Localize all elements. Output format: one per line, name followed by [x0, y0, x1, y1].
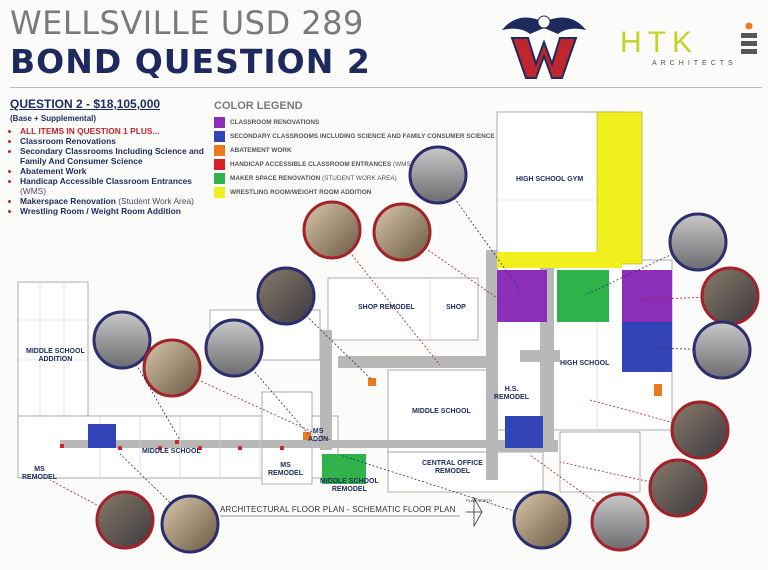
question-item: Secondary Classrooms Including Science a…	[20, 146, 210, 166]
ms-addition-building	[17, 281, 89, 423]
question-item: Wrestling Room / Weight Room Addition	[20, 206, 210, 216]
photo-callout	[668, 212, 728, 272]
header-divider	[10, 87, 762, 88]
central-office-building	[387, 451, 544, 493]
question-item: Classroom Renovations	[20, 136, 210, 146]
north-label: PLAN NORTH	[466, 498, 492, 503]
eagle-w-logo-icon	[502, 15, 586, 79]
abatement-zone	[654, 384, 662, 396]
legend-entry: WRESTLING ROOM/WEIGHT ROOM ADDITION	[214, 186, 371, 198]
legend-entry: ABATEMENT WORK	[214, 144, 292, 156]
legend-swatch	[214, 186, 225, 198]
makerspace-zone	[557, 270, 609, 322]
district-title: WELLSVILLE USD 289	[10, 4, 364, 42]
photo-callout	[256, 266, 316, 326]
legend-swatch	[214, 130, 225, 142]
photo-callout	[92, 310, 152, 370]
classroom-renovation-zone	[497, 270, 547, 322]
secondary-classroom-zone	[88, 424, 116, 448]
photo-callout	[142, 338, 202, 398]
firm-mark-icon	[741, 22, 757, 54]
question-item: Makerspace Renovation (Student Work Area…	[20, 196, 210, 206]
wrestling-room-addition	[596, 111, 643, 265]
photo-callout	[700, 266, 760, 326]
legend-entry: CLASSROOM RENOVATIONS	[214, 116, 319, 128]
photo-callout	[590, 492, 650, 552]
photo-callout	[372, 202, 432, 262]
photo-callout	[95, 490, 155, 550]
plan-caption: ARCHITECTURAL FLOOR PLAN - SCHEMATIC FLO…	[220, 505, 456, 514]
weight-room-addition	[497, 252, 622, 268]
legend-entry: MAKER SPACE RENOVATION (STUDENT WORK ARE…	[214, 172, 397, 184]
question-item: Handicap Accessible Classroom Entrances …	[20, 176, 210, 196]
photo-callout	[670, 400, 730, 460]
bond-title: BOND QUESTION 2	[10, 42, 371, 81]
legend-swatch	[214, 116, 225, 128]
question-item-list: ALL ITEMS IN QUESTION 1 PLUS... Classroo…	[10, 126, 210, 216]
abatement-zone	[303, 432, 311, 440]
room-label-gym: HIGH SCHOOL GYM	[516, 176, 584, 183]
firm-logo-subtext: ARCHITECTS	[652, 60, 737, 67]
photo-callout	[408, 145, 468, 205]
photo-callout	[204, 318, 264, 378]
firm-logo-text: HTK	[620, 26, 698, 59]
secondary-classroom-zone	[622, 322, 672, 372]
room-label-high-school: HIGH SCHOOL	[560, 360, 610, 367]
legend-swatch	[214, 144, 225, 156]
classroom-renovation-zone	[622, 270, 672, 322]
shop-building	[327, 277, 479, 341]
secondary-classroom-zone	[505, 416, 543, 448]
question-subheading: (Base + Supplemental)	[10, 114, 97, 123]
abatement-zone	[368, 378, 376, 386]
legend-swatch	[214, 158, 225, 170]
legend-title: COLOR LEGEND	[214, 100, 303, 112]
room-label-shop: SHOP	[446, 304, 466, 311]
legend-entry: SECONDARY CLASSROOMS INCLUDING SCIENCE A…	[214, 130, 495, 142]
photo-callout	[160, 494, 220, 554]
makerspace-zone	[322, 454, 366, 484]
photo-callout	[648, 458, 708, 518]
legend-entry: HANDICAP ACCESSIBLE CLASSROOM ENTRANCES …	[214, 158, 413, 170]
question-item: ALL ITEMS IN QUESTION 1 PLUS...	[20, 126, 210, 136]
room-label-middle-school: MIDDLE SCHOOL	[412, 408, 471, 415]
north-arrow-icon	[466, 496, 483, 528]
room-label-shop-remodel: SHOP REMODEL	[358, 304, 415, 311]
room-label-hs-remodel: H.S.REMODEL	[494, 386, 529, 401]
photo-callout	[512, 490, 572, 550]
photo-callout	[302, 200, 362, 260]
photo-callout	[692, 320, 752, 380]
question-item: Abatement Work	[20, 166, 210, 176]
room-label-ms-wing: MIDDLE SCHOOL	[142, 448, 201, 455]
legend-swatch	[214, 172, 225, 184]
question-heading: QUESTION 2 - $18,105,000	[10, 97, 161, 111]
